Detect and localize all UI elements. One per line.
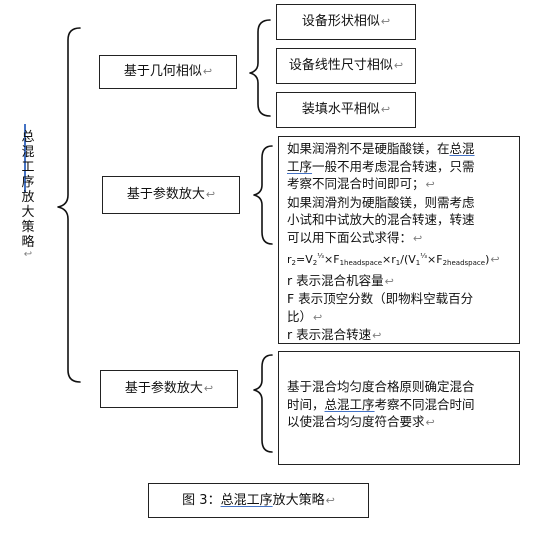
- paragraph-mark-icon: ↩: [205, 188, 216, 202]
- node-parameter-scaleup-1: 基于参数放大↩: [102, 176, 240, 214]
- geometry-brace: [249, 19, 271, 117]
- leaf-label: 设备形状相似: [301, 14, 380, 30]
- paragraph-mark-icon: ↩: [313, 310, 323, 324]
- node-label: 基于几何相似: [123, 64, 202, 80]
- detail-line: 可以用下面公式求得：↩: [287, 229, 423, 245]
- leaf-fill-level-similarity: 装填水平相似↩: [276, 92, 416, 128]
- paragraph-mark-icon: ↩: [393, 59, 404, 73]
- speed-formula: r2=V2⅓×F1headspace×r1/(V1⅓×F2headspace)↩: [287, 251, 500, 267]
- root-title-accent: [24, 124, 26, 192]
- detail-line: 如果润滑剂为硬脂酸镁，则需考虑: [287, 194, 475, 210]
- detail-lubricant-speed-box: 如果润滑剂不是硬脂酸镁，在总混 工序一般不用考虑混合转速，只需 考察不同混合时间…: [278, 136, 520, 344]
- paragraph-mark-icon: ↩: [425, 416, 435, 430]
- uniformity-line: 时间，总混工序考察不同混合时间: [287, 396, 475, 412]
- paragraph-mark-icon: ↩: [203, 382, 214, 396]
- paragraph-mark-icon: ↩: [413, 231, 423, 245]
- paragraph-mark-icon: ↩: [384, 274, 394, 288]
- paragraph-mark-icon: ↩: [380, 103, 391, 117]
- detail-line: 比）↩: [287, 308, 323, 324]
- node-label: 基于参数放大: [126, 187, 205, 203]
- leaf-label: 设备线性尺寸相似: [288, 58, 393, 74]
- detail-line: 工序一般不用考虑混合转速，只需: [287, 158, 475, 174]
- caption-highlight: 总混工序: [220, 492, 273, 508]
- uniformity-line: 基于混合均匀度合格原则确定混合: [287, 379, 475, 394]
- root-title-char: 策: [21, 220, 35, 235]
- root-title-char: 大: [21, 205, 35, 220]
- root-title-char: 总: [21, 130, 35, 145]
- leaf-equipment-shape-similarity: 设备形状相似↩: [276, 4, 416, 40]
- node-geometry-similarity: 基于几何相似↩: [99, 55, 237, 89]
- param2-brace: [253, 354, 273, 453]
- detail-line: 小试和中试放大的混合转速，转速: [287, 212, 475, 228]
- caption-prefix: 图 3：: [182, 492, 221, 508]
- paragraph-mark-icon: ↩: [490, 252, 500, 266]
- root-title: 总 混 工 序 放 大 策 略 ↩: [20, 130, 36, 260]
- root-brace: [57, 27, 81, 383]
- paragraph-mark-icon: ↩: [425, 178, 435, 192]
- paragraph-mark-icon: ↩: [380, 15, 391, 29]
- root-title-char: 略: [21, 235, 35, 250]
- leaf-equipment-linear-size-similarity: 设备线性尺寸相似↩: [276, 48, 416, 84]
- detail-line: r 表示混合转速↩: [287, 327, 382, 343]
- paragraph-mark-icon: ↩: [372, 329, 382, 343]
- root-title-char: 序: [21, 175, 35, 190]
- param1-brace: [253, 145, 273, 245]
- detail-line: 考察不同混合时间即可；↩: [287, 176, 435, 192]
- node-parameter-scaleup-2: 基于参数放大↩: [100, 370, 238, 408]
- leaf-label: 装填水平相似: [301, 102, 380, 118]
- detail-line: 如果润滑剂不是硬脂酸镁，在总混: [287, 141, 475, 156]
- caption-suffix: 放大策略: [272, 492, 325, 508]
- root-title-char: 工: [21, 160, 35, 175]
- uniformity-line: 以使混合均匀度符合要求↩: [287, 414, 435, 430]
- figure-caption: 图 3： 总混工序放大策略↩: [148, 483, 369, 518]
- detail-line: r 表示混合机容量↩: [287, 272, 394, 288]
- detail-uniformity-box: 基于混合均匀度合格原则确定混合 时间，总混工序考察不同混合时间 以使混合均匀度符…: [278, 351, 520, 465]
- root-title-char: 混: [21, 145, 35, 160]
- root-title-char: 放: [21, 190, 35, 205]
- paragraph-mark-icon: ↩: [202, 65, 213, 79]
- node-label: 基于参数放大: [124, 381, 203, 397]
- paragraph-mark-icon: ↩: [325, 493, 335, 507]
- paragraph-mark-icon: ↩: [23, 249, 33, 260]
- detail-line: F 表示顶空分数（即物料空载百分: [287, 291, 474, 307]
